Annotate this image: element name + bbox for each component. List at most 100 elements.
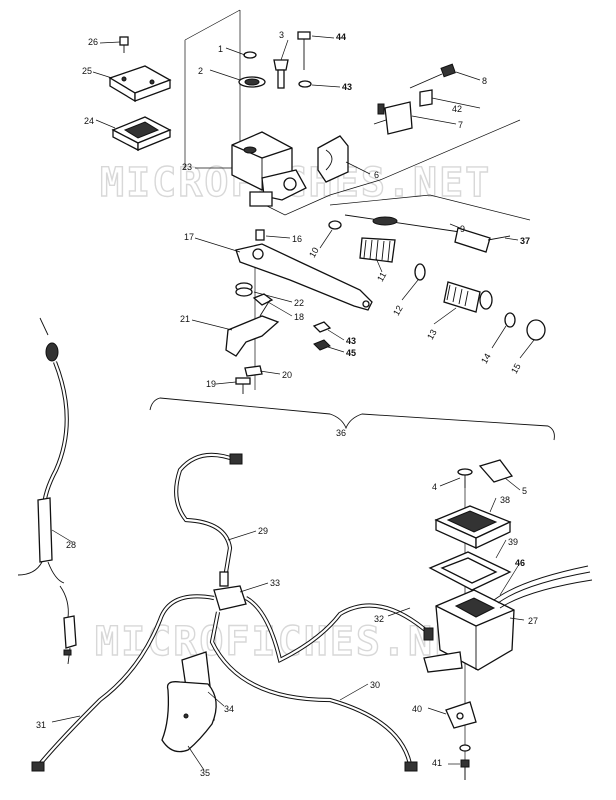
leader-lines-upper	[92, 35, 535, 385]
callout-5: 5	[522, 486, 527, 496]
bolt-19-icon	[235, 377, 251, 394]
bolt-3-icon	[273, 59, 289, 89]
callout-28: 28	[66, 540, 76, 550]
bracket-36-line	[149, 397, 555, 441]
callout-22: 22	[294, 298, 304, 308]
callout-20: 20	[282, 370, 292, 380]
guide-line-lever	[254, 119, 521, 216]
screw-8-icon	[409, 63, 456, 89]
cable-29	[174, 452, 237, 573]
callout-32: 32	[374, 614, 384, 624]
callout-45: 45	[346, 348, 356, 358]
brake-lever-17-icon	[235, 243, 373, 311]
callout-11: 11	[375, 270, 388, 283]
nut-43-icon	[312, 321, 332, 333]
cable-split-28	[17, 561, 65, 584]
callout-25: 25	[82, 66, 92, 76]
bracket-42-icon	[419, 89, 433, 107]
diaphragm-24-icon	[111, 116, 172, 152]
throttle-cables	[17, 317, 434, 772]
clamp-6-icon	[317, 135, 349, 183]
throttle-housing-assembly	[423, 459, 593, 780]
ring-14-icon	[504, 312, 516, 328]
callout-38: 38	[500, 495, 510, 505]
callout-29: 29	[258, 526, 268, 536]
callout-44: 44	[336, 32, 346, 42]
callout-21: 21	[180, 314, 190, 324]
callout-6: 6	[374, 170, 379, 180]
cable-end-32-icon	[423, 627, 434, 641]
callout-31: 31	[36, 720, 46, 730]
cable-lower-28	[59, 585, 69, 619]
throttle-housing-27-icon	[423, 589, 515, 673]
washer-43-icon	[298, 80, 312, 88]
pivot-16-icon	[255, 229, 265, 241]
callout-43-lower: 43	[346, 336, 356, 346]
callout-42: 42	[452, 104, 462, 114]
callout-41: 41	[432, 758, 442, 768]
callout-3: 3	[279, 30, 284, 40]
reservoir-cover-25-icon	[108, 65, 172, 103]
cable-end-31-icon	[31, 761, 45, 772]
callout-10: 10	[307, 246, 321, 260]
callout-26: 26	[88, 37, 98, 47]
brake-switch-7-icon	[373, 101, 413, 135]
callout-9: 9	[460, 224, 465, 234]
callout-37: 37	[520, 236, 530, 246]
callout-2: 2	[198, 66, 203, 76]
cover-38-icon	[434, 505, 512, 550]
callout-43-upper: 43	[342, 82, 352, 92]
seal-10-icon	[328, 220, 342, 230]
callout-16: 16	[292, 234, 302, 244]
upper-master-cylinder-assembly	[108, 9, 555, 441]
callout-46: 46	[515, 558, 525, 568]
spring-22-icon	[235, 282, 253, 297]
washer-12-icon	[414, 263, 426, 281]
bolt-44-icon	[297, 31, 311, 70]
washer-1-icon	[243, 51, 257, 59]
wires-46-icon	[493, 565, 593, 609]
callout-39: 39	[508, 537, 518, 547]
callout-17: 17	[184, 232, 194, 242]
cable-nut-28-icon	[45, 342, 59, 362]
nut-45-icon	[313, 339, 331, 351]
callout-8: 8	[482, 76, 487, 86]
cable-end-28-icon	[39, 317, 49, 336]
callout-34: 34	[224, 704, 234, 714]
guide-line-switch	[329, 194, 531, 221]
callout-18: 18	[294, 312, 304, 322]
callout-24: 24	[84, 116, 94, 126]
nut-18-icon	[252, 293, 274, 306]
callout-35: 35	[200, 768, 210, 778]
callout-numbers: 1 2 3 4 5 6 7 8 9 10 11 12 13 14 15 16 1…	[36, 30, 538, 778]
screw-4-icon	[457, 468, 473, 488]
callout-13: 13	[425, 328, 439, 342]
cable-end-29-icon	[229, 453, 243, 465]
callout-7: 7	[458, 120, 463, 130]
leader-lines-lower	[51, 477, 525, 771]
screw-26-icon	[119, 36, 129, 53]
washer-41-icon	[459, 744, 471, 752]
cover-40-icon	[445, 701, 477, 729]
callout-30: 30	[370, 680, 380, 690]
master-cylinder-body-23-icon	[231, 131, 307, 207]
junction-block-33-icon	[213, 585, 247, 611]
callout-33: 33	[270, 578, 280, 588]
cable-boot-28-icon	[63, 615, 77, 649]
washer-20-icon	[244, 365, 263, 377]
boot-35-icon	[161, 681, 217, 753]
callout-40: 40	[412, 704, 422, 714]
callout-23: 23	[182, 162, 192, 172]
boot-2-icon	[238, 76, 266, 88]
piston-13-icon	[443, 281, 493, 313]
callout-12: 12	[391, 304, 405, 318]
boot-11-icon	[359, 237, 396, 263]
cable-end-30-icon	[404, 761, 418, 772]
callout-4: 4	[432, 482, 437, 492]
cable-sleeve-28-icon	[37, 497, 53, 563]
label-5-icon	[478, 459, 514, 483]
callout-1: 1	[218, 44, 223, 54]
switch-cable-9-icon	[344, 214, 511, 253]
callout-36: 36	[336, 428, 346, 438]
